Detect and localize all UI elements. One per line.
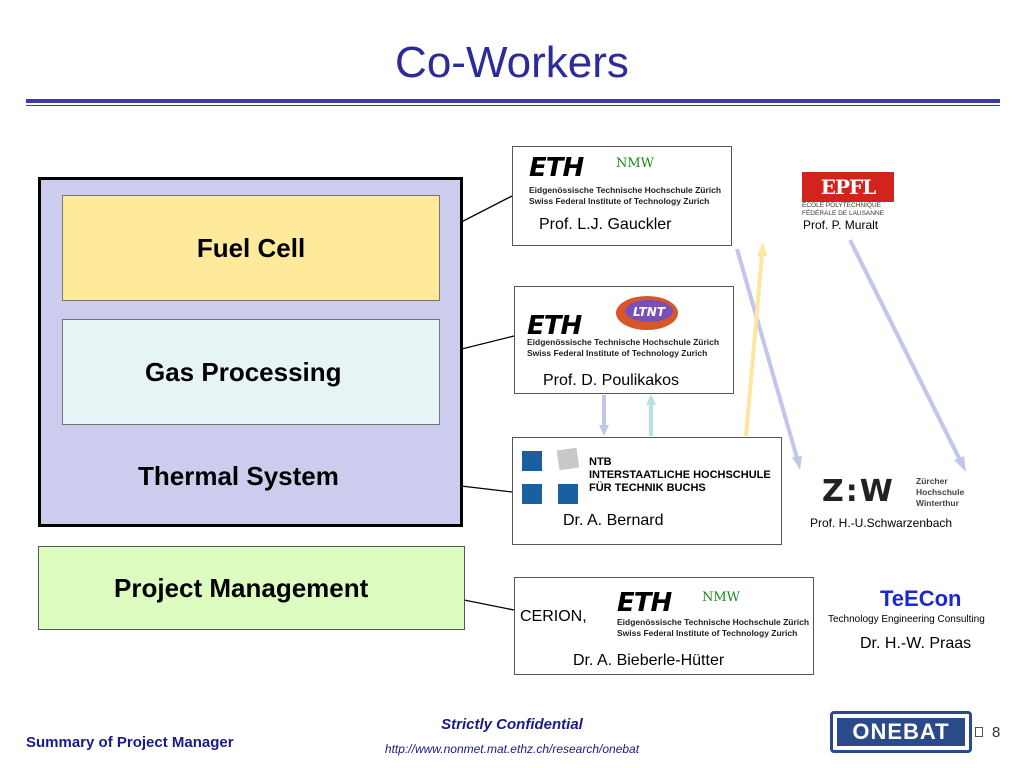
eth-subtitle-line: Swiss Federal Institute of Technology Zu… — [529, 196, 710, 206]
project-management-box: Project Management — [38, 546, 465, 630]
eth-subtitle: Eidgenössische Technische Hochschule Zür… — [529, 185, 721, 207]
footer-confidential: Strictly Confidential — [441, 716, 583, 733]
zhw-subtitle: Zürcher Hochschule Winterthur — [916, 476, 964, 509]
page-number: 8 — [992, 724, 1001, 741]
arrow-ntb-gauckler — [744, 253, 764, 437]
eth-subtitle-line: Swiss Federal Institute of Technology Zu… — [617, 628, 798, 638]
zhw-logo: Z:W — [822, 474, 895, 509]
partner-card-bieberle: CERION, ETH NMW Eidgenössische Technisch… — [514, 577, 814, 675]
contact-bieberle: Dr. A. Bieberle-Hütter — [573, 652, 725, 669]
fuel-cell-label: Fuel Cell — [196, 232, 306, 263]
footer-url: http://www.nonmet.mat.ethz.ch/research/o… — [384, 742, 640, 756]
eth-logo: ETH — [617, 588, 672, 618]
ntb-logo-square — [522, 484, 542, 504]
nmw-logo: NMW — [616, 156, 655, 171]
ntb-name-line: FÜR TECHNIK BUCHS — [589, 482, 706, 494]
partner-card-poulikakos: ETH LTNT Eidgenössische Technische Hochs… — [514, 286, 734, 394]
ntb-name-line: NTB — [589, 456, 612, 468]
epfl-subtitle: ÉCOLE POLYTECHNIQUE FÉDÉRALE DE LAUSANNE — [802, 202, 896, 218]
ltnt-text: LTNT — [633, 305, 666, 319]
ltnt-logo-icon: LTNT — [616, 296, 678, 330]
page-title: Co-Workers — [395, 38, 629, 87]
partner-card-bernard: NTB INTERSTAATLICHE HOCHSCHULE FÜR TECHN… — [512, 437, 782, 545]
teecon-logo: TeECon — [880, 586, 962, 611]
onebat-logo-text: ONEBAT — [837, 718, 965, 746]
ntb-logo-square — [522, 451, 542, 471]
thermal-system-label: Thermal System — [138, 461, 339, 491]
eth-subtitle-line: Eidgenössische Technische Hochschule Zür… — [527, 337, 720, 347]
placeholder-glyph-icon — [975, 727, 983, 737]
title-rule — [26, 99, 1000, 103]
contact-gauckler: Prof. L.J. Gauckler — [539, 216, 672, 233]
ntb-logo-square — [558, 484, 578, 504]
cerion-label: CERION, — [520, 608, 587, 625]
epfl-subtitle-line: ÉCOLE POLYTECHNIQUE — [802, 202, 881, 209]
contact-bernard: Dr. A. Bernard — [563, 512, 664, 529]
fuel-cell-box: Fuel Cell — [62, 195, 440, 301]
footer-left-text: Summary of Project Manager — [26, 734, 234, 751]
eth-subtitle-line: Eidgenössische Technische Hochschule Zür… — [617, 617, 810, 627]
arrow-muralt-zhw — [848, 239, 962, 461]
gas-processing-label: Gas Processing — [145, 356, 342, 387]
epfl-logo: EPFL — [802, 172, 894, 202]
contact-schwarzenbach: Prof. H.-U.Schwarzenbach — [810, 516, 953, 530]
arrow-gauckler-zhw — [735, 248, 799, 459]
teecon-subtitle: Technology Engineering Consulting — [828, 614, 985, 625]
contact-poulikakos: Prof. D. Poulikakos — [543, 372, 680, 389]
epfl-subtitle-line: FÉDÉRALE DE LAUSANNE — [802, 210, 884, 217]
eth-subtitle: Eidgenössische Technische Hochschule Zür… — [617, 617, 809, 639]
arrowhead-gauckler — [757, 242, 767, 256]
epfl-logo-text: EPFL — [820, 175, 877, 199]
eth-logo: ETH — [527, 311, 582, 341]
nmw-logo: NMW — [702, 590, 741, 605]
arrowhead-zhw-2 — [954, 456, 966, 472]
arrowhead-zhw — [792, 456, 802, 470]
eth-subtitle-line: Swiss Federal Institute of Technology Zu… — [527, 348, 708, 358]
eth-subtitle: Eidgenössische Technische Hochschule Zür… — [527, 337, 719, 359]
arrowhead-poulikakos — [646, 394, 656, 405]
ntb-name: NTB INTERSTAATLICHE HOCHSCHULE FÜR TECHN… — [589, 456, 771, 495]
zhw-subtitle-line: Winterthur — [916, 498, 959, 508]
ntb-logo-square — [556, 447, 580, 471]
onebat-logo: ONEBAT — [830, 711, 972, 753]
contact-praas: Dr. H.-W. Praas — [860, 635, 972, 652]
partner-card-gauckler: ETH NMW Eidgenössische Technische Hochsc… — [512, 146, 732, 246]
eth-subtitle-line: Eidgenössische Technische Hochschule Zür… — [529, 185, 722, 195]
arrowhead-ntb — [599, 425, 609, 436]
eth-logo: ETH — [529, 153, 584, 183]
ntb-name-line: INTERSTAATLICHE HOCHSCHULE — [589, 469, 771, 481]
contact-muralt: Prof. P. Muralt — [803, 218, 879, 232]
title-rule-thin — [26, 105, 1000, 106]
zhw-subtitle-line: Zürcher — [916, 476, 948, 486]
gas-processing-box: Gas Processing — [62, 319, 440, 425]
zhw-subtitle-line: Hochschule — [916, 487, 965, 497]
project-management-label: Project Management — [114, 572, 369, 603]
